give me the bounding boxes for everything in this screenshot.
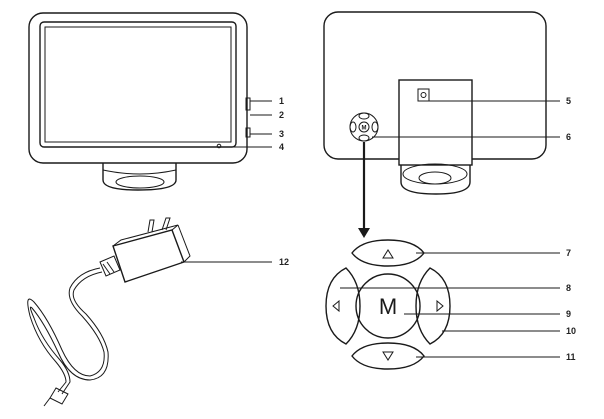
zoom-arrow xyxy=(358,142,370,238)
navigation-keypad: M 7 8 9 10 11 xyxy=(325,239,576,370)
front-screen xyxy=(39,21,237,148)
callout-10: 10 xyxy=(566,326,576,336)
indicator-led xyxy=(216,143,222,149)
small-key-left xyxy=(349,121,357,133)
zoom-arrow-head xyxy=(358,228,370,238)
rear-port xyxy=(417,88,430,102)
adapter-cable-outer xyxy=(27,267,105,393)
key-left xyxy=(325,267,361,345)
rear-port-hole xyxy=(420,92,427,98)
small-key-up xyxy=(358,112,370,120)
adapter-top-edge xyxy=(112,224,179,247)
adapter-boot-rib-2 xyxy=(106,261,115,273)
adapter-plug-tip xyxy=(43,397,51,407)
callout-6: 6 xyxy=(566,132,571,142)
front-lens-seam xyxy=(102,169,177,175)
adapter-side-edge xyxy=(177,224,191,263)
key-up-arrow-icon xyxy=(382,249,394,259)
small-key-down xyxy=(358,134,370,142)
callout-8: 8 xyxy=(566,283,571,293)
rear-mount-block xyxy=(398,79,473,166)
power-adapter: 12 xyxy=(27,217,289,407)
key-right-arrow-icon xyxy=(436,299,444,313)
adapter-prong-left xyxy=(147,219,155,233)
front-lens-ring xyxy=(115,175,165,189)
callout-5: 5 xyxy=(566,96,571,106)
callout-4: 4 xyxy=(279,142,284,152)
front-housing xyxy=(28,12,248,164)
adapter-cable-boot xyxy=(99,255,121,277)
small-keypad-letter: M xyxy=(362,126,367,132)
key-down-arrow-icon xyxy=(382,351,394,361)
rear-lens-barrel xyxy=(400,165,471,195)
rear-view: 5 M 6 xyxy=(323,11,571,195)
key-left-arrow-icon xyxy=(332,299,340,313)
callout-7: 7 xyxy=(566,248,571,258)
key-up xyxy=(351,239,425,267)
small-keypad-center xyxy=(358,121,370,133)
adapter-boot-rib-1 xyxy=(102,263,111,275)
small-key-right xyxy=(371,121,379,133)
callout-12: 12 xyxy=(279,257,289,267)
front-lens-barrel xyxy=(102,162,177,191)
key-down xyxy=(351,342,425,370)
small-keypad: M xyxy=(349,112,379,142)
adapter-plug xyxy=(49,387,69,405)
key-menu-letter: M xyxy=(379,294,397,319)
side-button-lower xyxy=(245,127,251,138)
front-view: 1 2 3 4 xyxy=(28,12,284,191)
key-right xyxy=(415,267,451,345)
key-menu xyxy=(355,273,421,339)
callout-3: 3 xyxy=(279,129,284,139)
callout-9: 9 xyxy=(566,309,571,319)
front-screen-inner xyxy=(44,26,232,143)
adapter-cable-inner xyxy=(29,271,109,395)
adapter-prong-right xyxy=(161,217,171,231)
callout-1: 1 xyxy=(279,96,284,106)
callout-11: 11 xyxy=(566,352,576,362)
side-button-upper xyxy=(245,97,251,111)
rear-lens-inner xyxy=(418,171,452,185)
callout-2: 2 xyxy=(279,110,284,120)
rear-lens-outer xyxy=(402,163,468,185)
adapter-body xyxy=(112,229,185,283)
